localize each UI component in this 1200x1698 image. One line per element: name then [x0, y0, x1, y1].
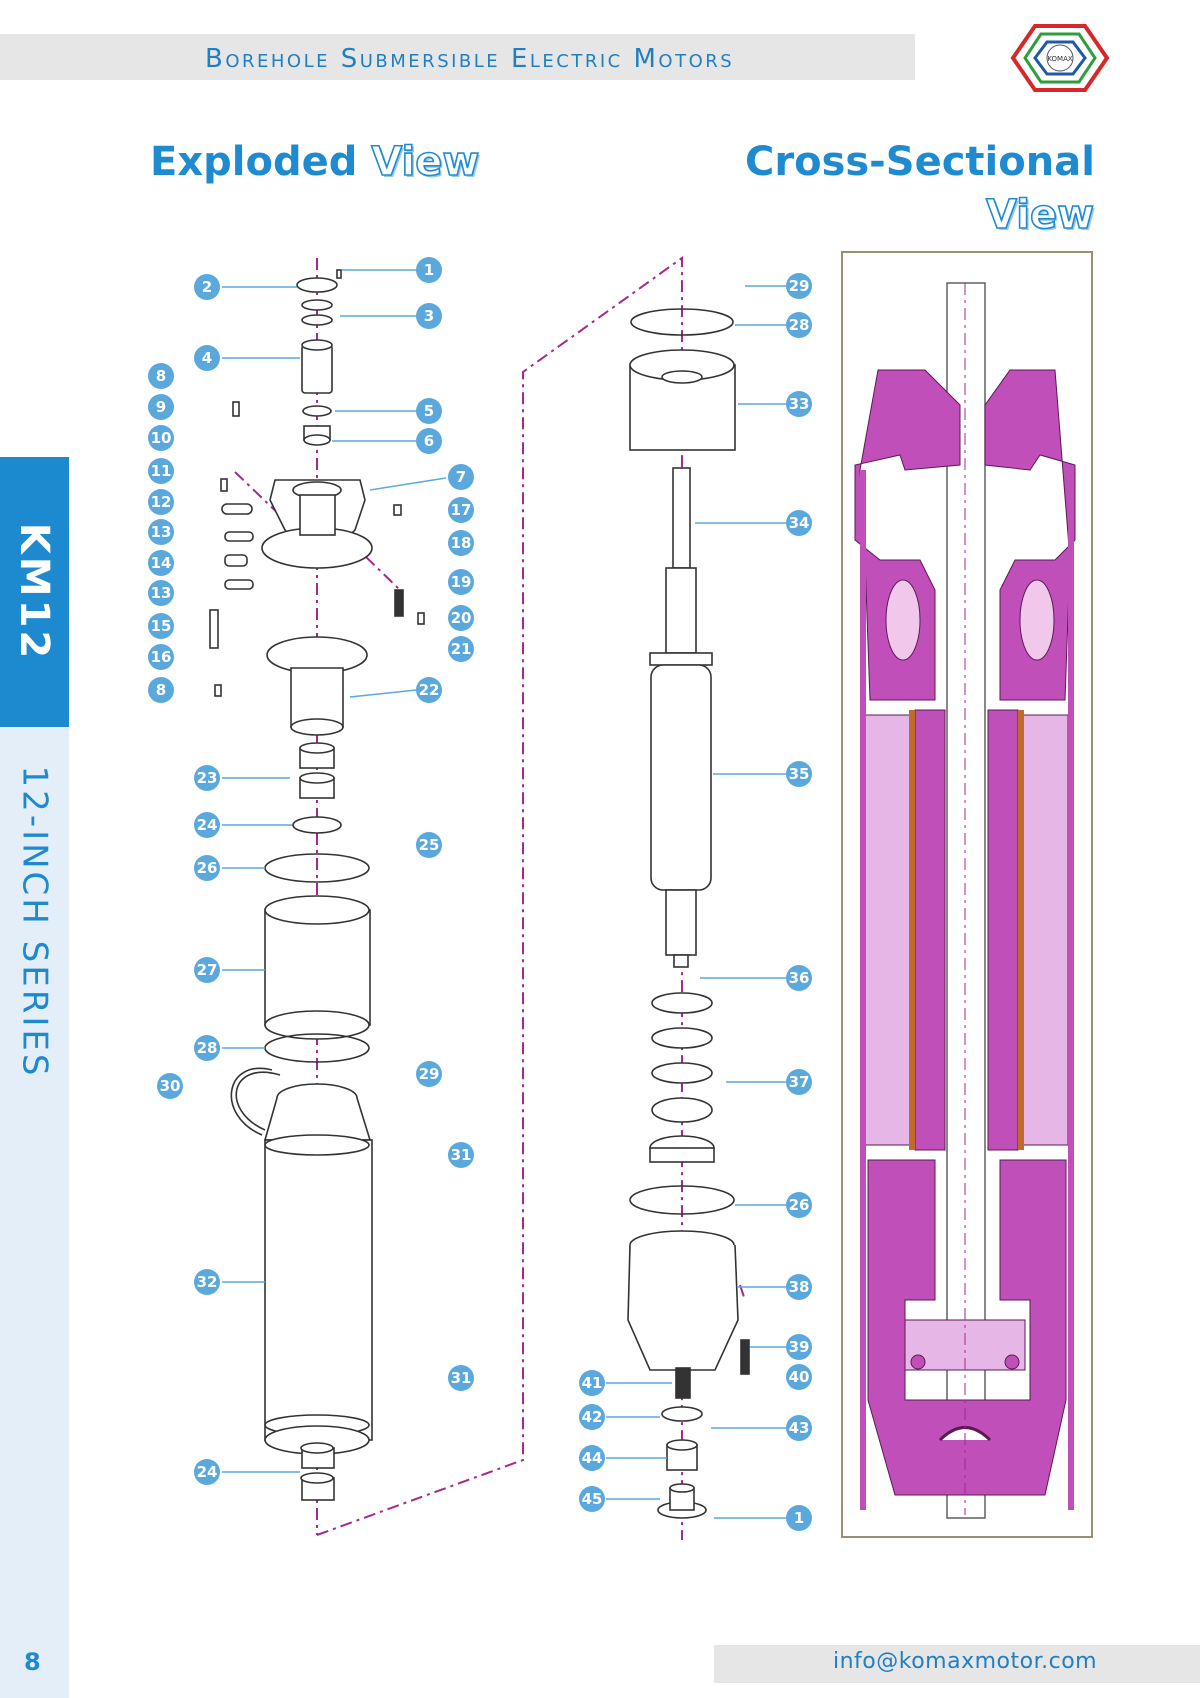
callout: 40: [789, 1368, 810, 1386]
callout: 18: [451, 534, 472, 552]
cross-section: [841, 251, 1093, 1538]
callout: 14: [151, 554, 172, 572]
callout: 12: [151, 493, 172, 511]
footer-bar: [714, 1645, 1200, 1683]
callout: 3: [424, 307, 434, 325]
rotor-callouts: 29 28 33 34 35 36 37 26 38 39 40 41 42 4…: [579, 273, 812, 1531]
callout: 43: [789, 1419, 810, 1437]
cross-sectional-title-view: View: [985, 191, 1095, 239]
callout: 7: [456, 468, 466, 486]
exploded-title-solid: Exploded: [150, 139, 358, 185]
callout: 17: [451, 501, 472, 519]
callout: 41: [582, 1374, 603, 1392]
callout: 37: [789, 1073, 810, 1091]
callout: 8: [156, 367, 166, 385]
exploded-title-outline: View: [370, 138, 480, 186]
callout: 15: [151, 617, 172, 635]
callout: 11: [151, 462, 172, 480]
callout: 1: [424, 261, 434, 279]
callout: 32: [197, 1273, 218, 1291]
callout: 10: [151, 429, 172, 447]
callout: 33: [789, 395, 810, 413]
callout: 44: [582, 1449, 603, 1467]
callout: 24: [197, 816, 218, 834]
komax-logo: KOMAX: [1010, 24, 1110, 92]
callout: 27: [197, 961, 218, 979]
cross-sectional-title: Cross-Sectional: [745, 139, 1095, 185]
callout: 26: [197, 859, 218, 877]
callout: 21: [451, 640, 472, 658]
callout: 29: [789, 277, 810, 295]
model-tab: [0, 457, 69, 727]
contact-email[interactable]: info@komaxmotor.com: [833, 1649, 1098, 1674]
callout: 5: [424, 402, 434, 420]
callout: 34: [789, 514, 810, 532]
callout: 31: [451, 1369, 472, 1387]
callout: 20: [451, 609, 472, 627]
logo-text: KOMAX: [1047, 55, 1073, 63]
callout: 25: [419, 836, 440, 854]
callout: 28: [789, 316, 810, 334]
callout: 30: [160, 1077, 181, 1095]
callout: 31: [451, 1146, 472, 1164]
callout: 35: [789, 765, 810, 783]
exploded-callouts: 1 2 3 4 5 6 7 8 9 10 11 12 13 14 13 15 1…: [148, 257, 474, 1485]
callout: 13: [151, 584, 172, 602]
callout: 36: [789, 969, 810, 987]
callout: 28: [197, 1039, 218, 1057]
callout: 29: [419, 1065, 440, 1083]
callout: 23: [197, 769, 218, 787]
exploded-view-title: Exploded View: [150, 138, 480, 186]
rotor-parts: [627, 308, 750, 1519]
callout: 38: [789, 1278, 810, 1296]
callout: 45: [582, 1490, 603, 1508]
header-title: Borehole Submersible Electric Motors: [205, 44, 735, 74]
page-number: 8: [24, 1648, 41, 1676]
callout: 42: [582, 1408, 603, 1426]
callout: 8: [156, 681, 166, 699]
callout: 9: [156, 398, 166, 416]
callout: 2: [202, 278, 212, 296]
header-bar: [0, 34, 915, 80]
callout: 4: [202, 349, 212, 367]
exploded-parts: [209, 269, 425, 1501]
leader-lines: [222, 269, 786, 1519]
callout: 6: [424, 432, 434, 450]
callout: 13: [151, 523, 172, 541]
callout: 26: [789, 1196, 810, 1214]
callout: 19: [451, 573, 472, 591]
callout: 16: [151, 648, 172, 666]
callout: 22: [419, 681, 440, 699]
series-strip: [0, 727, 69, 1698]
callout: 39: [789, 1338, 810, 1356]
callout: 24: [197, 1463, 218, 1481]
callout: 1: [794, 1509, 804, 1527]
